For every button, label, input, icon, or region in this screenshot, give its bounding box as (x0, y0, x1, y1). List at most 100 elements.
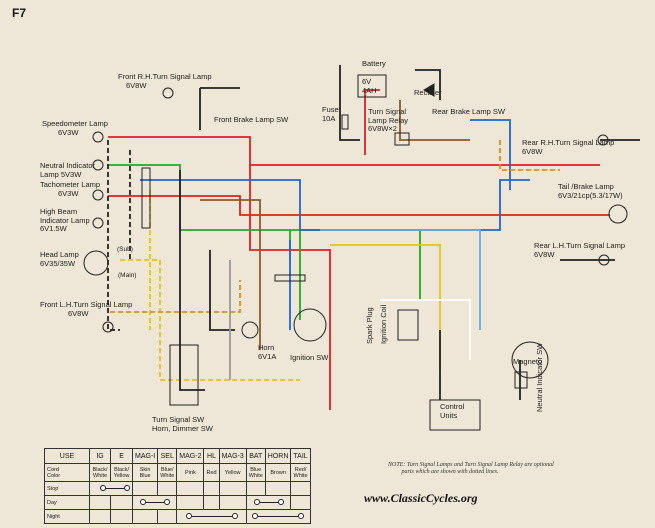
connection-bat-tail (245, 509, 311, 524)
wire-black-3 (209, 250, 235, 331)
speedometer-lamp-symbol (92, 131, 104, 143)
label-neutral-indicator-switch: Neutral Indicator SW (535, 342, 544, 412)
head-lamp-symbol (83, 250, 109, 276)
wire-blue-2 (470, 119, 511, 190)
label-battery-rating: 6V 4AH (362, 77, 377, 95)
label-ignition-coil: Ignition Coil (379, 304, 388, 344)
label-turn-signal-lamp-relay: Turn Signal Lamp Relay 6V8W×2 (368, 107, 409, 133)
wire-lightblue (320, 229, 481, 330)
legend-header-sel: SEL (157, 448, 178, 464)
legend-color: Brown (264, 463, 292, 482)
tail-brake-lamp-symbol (608, 204, 628, 224)
label-battery: Battery (362, 59, 386, 68)
connection-ig-e (89, 481, 133, 496)
legend-header-horn: HORN (264, 448, 292, 464)
legend-header-mag1: MAG-I (131, 448, 159, 464)
wire-black (199, 87, 240, 130)
wire-red-4 (364, 89, 380, 155)
label-front-rh-turn-signal-lamp: Front R.H.Turn Signal Lamp (118, 72, 212, 81)
legend-color: Skin Blue (131, 463, 159, 482)
label-tachometer-lamp: Tachometer Lamp (40, 180, 101, 189)
label-fuse: Fuse 10A (322, 105, 339, 123)
control-unit-symbol (429, 399, 481, 431)
wire-yellow-2 (330, 244, 441, 370)
label-neutral-indicator-lamp: Neutral Indicator Lamp 5V3W (40, 161, 96, 179)
fuse-symbol (341, 114, 349, 130)
label-control-unit: Control Units (440, 402, 465, 420)
legend-row-stop: Stop (44, 481, 90, 496)
label-front-brake-lamp-switch: Front Brake Lamp SW (214, 115, 289, 124)
ignition-coil-symbol (397, 309, 419, 341)
legend-row-day: Day (44, 495, 90, 510)
label-rear-lh-turn-signal-lamp: Rear L.H.Turn Signal Lamp 6V8W (534, 241, 626, 259)
label-head-lamp-main: (Main) (118, 272, 137, 279)
wire-brown (200, 199, 261, 350)
label-head-lamp-sub: (Sub) (117, 246, 133, 253)
rear-rh-turn-signal-lamp-symbol (597, 134, 609, 146)
figure-label: F7 (12, 6, 27, 20)
wire-white (380, 299, 471, 360)
note-text: NOTE: Turn Signal Lamps and Turn Signal … (388, 462, 554, 475)
legend-color: Black/ Yellow (110, 463, 133, 482)
neutral-indicator-lamp-symbol (92, 159, 104, 171)
wire-orange-2 (499, 140, 560, 171)
legend-header-tail: TAIL (290, 448, 311, 464)
label-front-lh-turn-signal-lamp: Front L.H.Turn Signal Lamp (40, 300, 133, 309)
legend-header-ig: IG (88, 448, 112, 464)
high-beam-indicator-lamp-symbol (92, 217, 104, 229)
wire-red-2 (108, 195, 610, 216)
label-ignition-switch: Ignition SW (290, 353, 329, 362)
legend-row-night: Night (44, 509, 90, 524)
wire-red (108, 136, 600, 166)
label-head-lamp: Head Lamp 6V35/35W (40, 250, 79, 268)
legend-header-use: USE (44, 448, 90, 464)
legend-color: Blue White (245, 463, 266, 482)
label-turn-signal-switch: Turn Signal SW Horn, Dimmer SW (152, 415, 213, 433)
label-rectifier: Rectifier (414, 88, 442, 97)
label-rear-brake-lamp-switch: Rear Brake Lamp SW (432, 107, 505, 116)
ignition-switch-symbol (293, 308, 327, 342)
rear-lh-turn-signal-lamp-symbol (598, 254, 610, 266)
turn-signal-switch-symbol (169, 344, 199, 406)
tachometer-lamp-symbol (92, 189, 104, 201)
connection-mag1-sel (131, 495, 178, 510)
label-spark-plug: Spark Plug (365, 307, 374, 344)
label-magneto: Magneto (513, 357, 543, 366)
label-speedometer-lamp-rating: 6V3W (58, 128, 79, 137)
wire-orange (110, 280, 241, 313)
front-rh-turn-signal-lamp-symbol (162, 87, 174, 99)
turn-signal-relay-symbol (394, 132, 410, 146)
label-tachometer-lamp-rating: 6V3W (58, 189, 79, 198)
wire-black-4 (339, 65, 360, 141)
label-front-rh-turn-signal-lamp-rating: 6V8W (126, 81, 147, 90)
label-horn: Horn 6V1A (258, 343, 277, 361)
switch-legend-table: USE IG E MAG-I SEL MAG-2 HL MAG-3 BAT HO… (44, 448, 311, 524)
wire-yellow (120, 259, 300, 381)
connector-block (141, 167, 151, 229)
wire-brown-2 (399, 100, 470, 141)
legend-header-hl: HL (203, 448, 220, 464)
legend-header-e: E (110, 448, 133, 464)
legend-color: Blue/ White (157, 463, 178, 482)
label-rear-rh-turn-signal-lamp: Rear R.H.Turn Signal Lamp 6V8W (522, 138, 615, 156)
horn-symbol (241, 321, 259, 339)
legend-color: Red (203, 463, 220, 482)
connection-mag2-mag3 (176, 509, 247, 524)
front-lh-turn-signal-lamp-symbol (102, 321, 114, 333)
connector-block-2 (274, 274, 306, 282)
wire-blue (140, 179, 530, 231)
neutral-indicator-switch-symbol (514, 371, 528, 389)
legend-header-bat: BAT (245, 448, 266, 464)
source-watermark: www.ClassicCycles.org (364, 491, 478, 505)
label-tail-brake-lamp: Tail /Brake Lamp 6V3/21cp(5.3/17W) (558, 182, 623, 200)
label-front-lh-turn-signal-lamp-rating: 6V8W (68, 309, 89, 318)
legend-color: Yellow (218, 463, 247, 482)
label-high-beam-indicator-lamp: High Beam Indicator Lamp 6V1.5W (40, 207, 90, 233)
legend-header-mag3: MAG-3 (218, 448, 247, 464)
wire-green (108, 164, 421, 300)
wire-black-2 (179, 170, 205, 391)
legend-color: Black/ White (88, 463, 112, 482)
label-speedometer-lamp: Speedometer Lamp (42, 119, 108, 128)
